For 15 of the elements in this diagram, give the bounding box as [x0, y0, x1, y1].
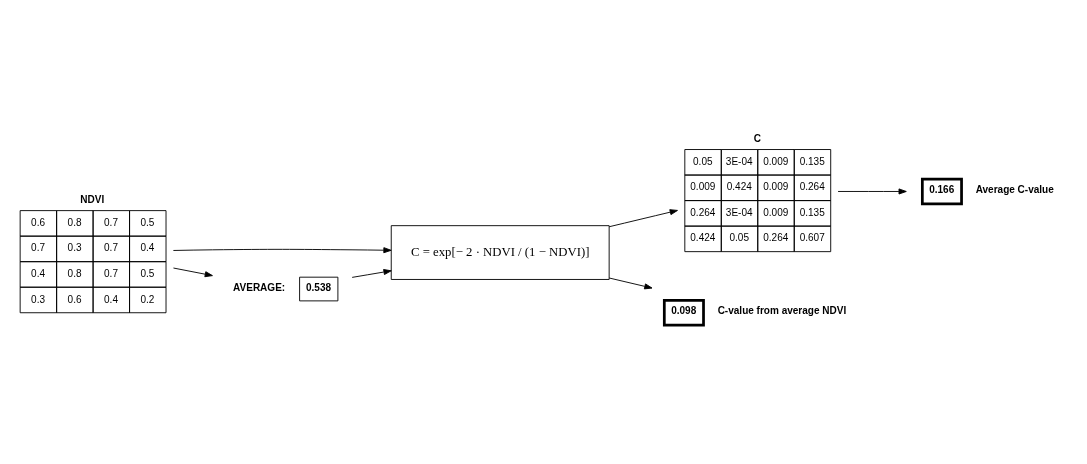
node-label: C-value from average NDVI — [717, 304, 847, 316]
arrow — [351, 268, 392, 278]
arrow — [608, 277, 653, 289]
node-box: C = exp[− 2 · NDVI / (1 − NDVI)] — [390, 224, 610, 280]
node-box: 0.098 — [662, 298, 705, 326]
node-box: 0.538 — [299, 276, 339, 301]
arrow — [608, 208, 678, 227]
arrow — [173, 267, 213, 277]
node-box: 0.166 — [920, 177, 963, 205]
node-label: Average C-value — [975, 183, 1054, 195]
node-label: C — [753, 132, 761, 144]
arrow — [172, 246, 392, 253]
arrow — [837, 187, 907, 194]
node-label: AVERAGE: — [233, 281, 286, 293]
node-label: NDVI — [80, 193, 105, 205]
